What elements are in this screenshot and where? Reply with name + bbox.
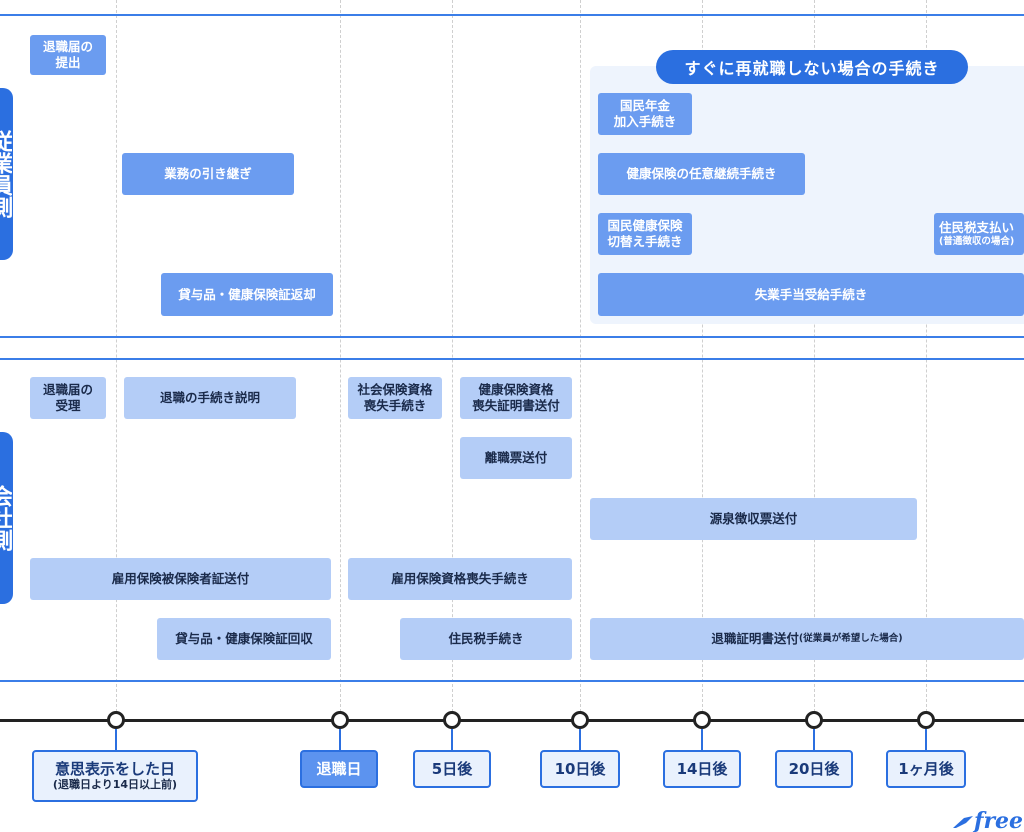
timeline-node [693, 711, 711, 729]
brand-logo: free [952, 808, 1024, 832]
timeline-node [805, 711, 823, 729]
task-national-health: 国民健康保険切替え手続き [598, 213, 692, 255]
task-procedure-explain: 退職の手続き説明 [124, 377, 296, 419]
task-resident-tax: 住民税手続き [400, 618, 572, 660]
timeline-label-10days: 10日後 [540, 750, 620, 788]
timeline-label-retirement-day: 退職日 [300, 750, 378, 788]
timeline-node [331, 711, 349, 729]
timeline-node [107, 711, 125, 729]
task-voluntary-insurance: 健康保険の任意継続手続き [598, 153, 805, 195]
employee-tab: 従業員側 [0, 88, 13, 260]
timeline-label-5days: 5日後 [413, 750, 491, 788]
task-handover: 業務の引き継ぎ [122, 153, 294, 195]
task-return-items: 貸与品・健康保険証返却 [161, 273, 333, 316]
guide-line [702, 0, 703, 712]
guide-line [580, 0, 581, 712]
timeline-stem [115, 729, 117, 751]
timeline-label-1month: 1ヶ月後 [886, 750, 966, 788]
timeline-node [443, 711, 461, 729]
task-resident-tax-pay: 住民税支払い (普通徴収の場合) [934, 213, 1024, 255]
timeline-node [571, 711, 589, 729]
guide-line [452, 0, 453, 712]
company-section [0, 358, 1024, 682]
bird-icon [953, 816, 973, 828]
company-tab: 会社側 [0, 432, 13, 604]
no-reemployment-title: すぐに再就職しない場合の手続き [656, 50, 968, 84]
guide-line [340, 0, 341, 712]
timeline-label-14days: 14日後 [663, 750, 741, 788]
timeline-axis [0, 719, 1024, 722]
task-collect-items: 貸与品・健康保険証回収 [157, 618, 331, 660]
task-social-insurance-loss: 社会保険資格喪失手続き [348, 377, 442, 419]
task-national-pension: 国民年金加入手続き [598, 93, 692, 135]
task-unemployment: 失業手当受給手続き [598, 273, 1024, 316]
timeline-stem [339, 729, 341, 751]
timeline-stem [579, 729, 581, 751]
timeline-stem [813, 729, 815, 751]
timeline-stem [701, 729, 703, 751]
task-health-loss-cert: 健康保険資格喪失証明書送付 [460, 377, 572, 419]
employee-section [0, 14, 1024, 338]
task-employment-cert: 退職証明書送付(従業員が希望した場合) [590, 618, 1024, 660]
timeline-node [917, 711, 935, 729]
task-resignation-submit: 退職届の提出 [30, 35, 106, 75]
task-separation-notice: 離職票送付 [460, 437, 572, 479]
task-resignation-receive: 退職届の受理 [30, 377, 106, 419]
guide-line [926, 0, 927, 712]
guide-line [814, 0, 815, 712]
timeline-stem [451, 729, 453, 751]
timeline-label-intent-day: 意思表示をした日 (退職日より14日以上前) [32, 750, 198, 802]
guide-line [116, 0, 117, 712]
task-employment-insurance-cert: 雇用保険被保険者証送付 [30, 558, 331, 600]
timeline-stem [925, 729, 927, 751]
timeline-label-20days: 20日後 [775, 750, 853, 788]
task-withholding-slip: 源泉徴収票送付 [590, 498, 917, 540]
task-employment-insurance-loss: 雇用保険資格喪失手続き [348, 558, 572, 600]
